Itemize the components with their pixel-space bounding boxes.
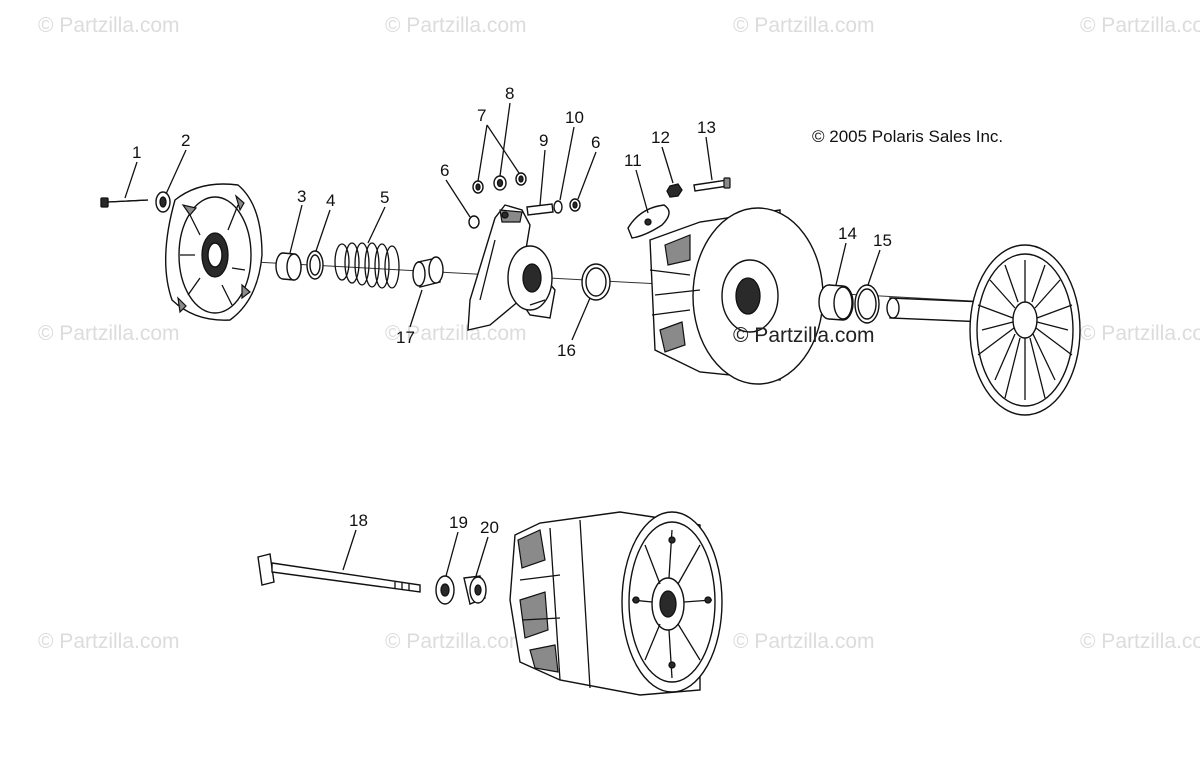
watermark-mid-right: © Partzilla.com [1080, 322, 1200, 345]
callout-7: 7 [477, 106, 486, 125]
part-20-spacer[interactable] [463, 575, 487, 605]
callout-16: 16 [557, 341, 576, 360]
part-16-o-ring[interactable] [581, 263, 611, 301]
watermark-bottom-right: © Partzilla.com [1080, 630, 1200, 653]
fixed-sheave[interactable] [886, 244, 1081, 416]
callout-20: 20 [480, 518, 499, 537]
part-11-flyweight[interactable] [627, 204, 670, 239]
watermark-bottom-left: © Partzilla.com [38, 630, 180, 653]
part-12-nut[interactable] [666, 183, 683, 198]
part-7-washer-right[interactable] [515, 172, 527, 186]
part-2-washer[interactable] [155, 191, 171, 213]
watermark-top-center-right: © Partzilla.com [733, 14, 875, 37]
assembled-clutch[interactable] [509, 511, 723, 696]
part-9-pin[interactable] [526, 203, 554, 216]
part-6-rivet-right[interactable] [569, 198, 581, 212]
leader-lines [124, 102, 881, 577]
clutch-cover-plate[interactable] [164, 183, 263, 321]
callout-3: 3 [297, 187, 306, 206]
callout-18: 18 [349, 511, 368, 530]
part-14-bushing[interactable] [818, 284, 854, 321]
callout-4: 4 [326, 191, 335, 210]
watermark-top-center-left: © Partzilla.com [385, 14, 527, 37]
part-13-pin[interactable] [693, 177, 731, 192]
part-1-bolt[interactable] [100, 197, 149, 208]
watermark-top-right: © Partzilla.com [1080, 14, 1200, 37]
callout-1: 1 [132, 143, 141, 162]
callout-14: 14 [838, 224, 857, 243]
watermark-bottom-center-left: © Partzilla.com [385, 630, 527, 653]
callout-10: 10 [565, 108, 584, 127]
callout-2: 2 [181, 131, 190, 150]
part-4-ring[interactable] [306, 250, 324, 280]
callout-13: 13 [697, 118, 716, 137]
callout-15: 15 [873, 231, 892, 250]
watermark-top-left: © Partzilla.com [38, 14, 180, 37]
callout-17: 17 [396, 328, 415, 347]
watermark-center-overlay: © Partzilla.com [733, 324, 875, 347]
part-17-sleeve[interactable] [412, 256, 444, 288]
part-10-washer[interactable] [553, 200, 563, 214]
part-5-spring[interactable] [334, 242, 400, 289]
part-19-washer[interactable] [435, 575, 455, 605]
callout-12: 12 [651, 128, 670, 147]
watermark-mid-left: © Partzilla.com [38, 322, 180, 345]
part-7-washer-left[interactable] [472, 180, 484, 194]
part-6-rivet-left[interactable] [468, 215, 480, 229]
callout-8: 8 [505, 84, 514, 103]
part-18-long-bolt[interactable] [257, 553, 421, 593]
callout-6-right: 6 [591, 133, 600, 152]
part-8-roller[interactable] [493, 175, 507, 191]
watermark-mid-center-left: © Partzilla.com [385, 322, 527, 345]
part-3-bushing[interactable] [275, 252, 302, 281]
callout-11: 11 [624, 151, 642, 170]
part-15-bushing[interactable] [854, 284, 880, 324]
watermark-bottom-center-right: © Partzilla.com [733, 630, 875, 653]
callout-labels: 1 2 3 4 5 6 7 8 9 10 6 11 12 13 14 15 16… [132, 84, 892, 537]
watermarks: © Partzilla.com © Partzilla.com © Partzi… [38, 14, 1200, 653]
copyright-notice: © 2005 Polaris Sales Inc. [812, 127, 1003, 146]
callout-19: 19 [449, 513, 468, 532]
callout-9: 9 [539, 131, 548, 150]
moveable-sheave[interactable] [649, 207, 824, 385]
clutch-spider[interactable] [467, 204, 556, 331]
callout-5: 5 [380, 188, 389, 207]
callout-6-left: 6 [440, 161, 449, 180]
